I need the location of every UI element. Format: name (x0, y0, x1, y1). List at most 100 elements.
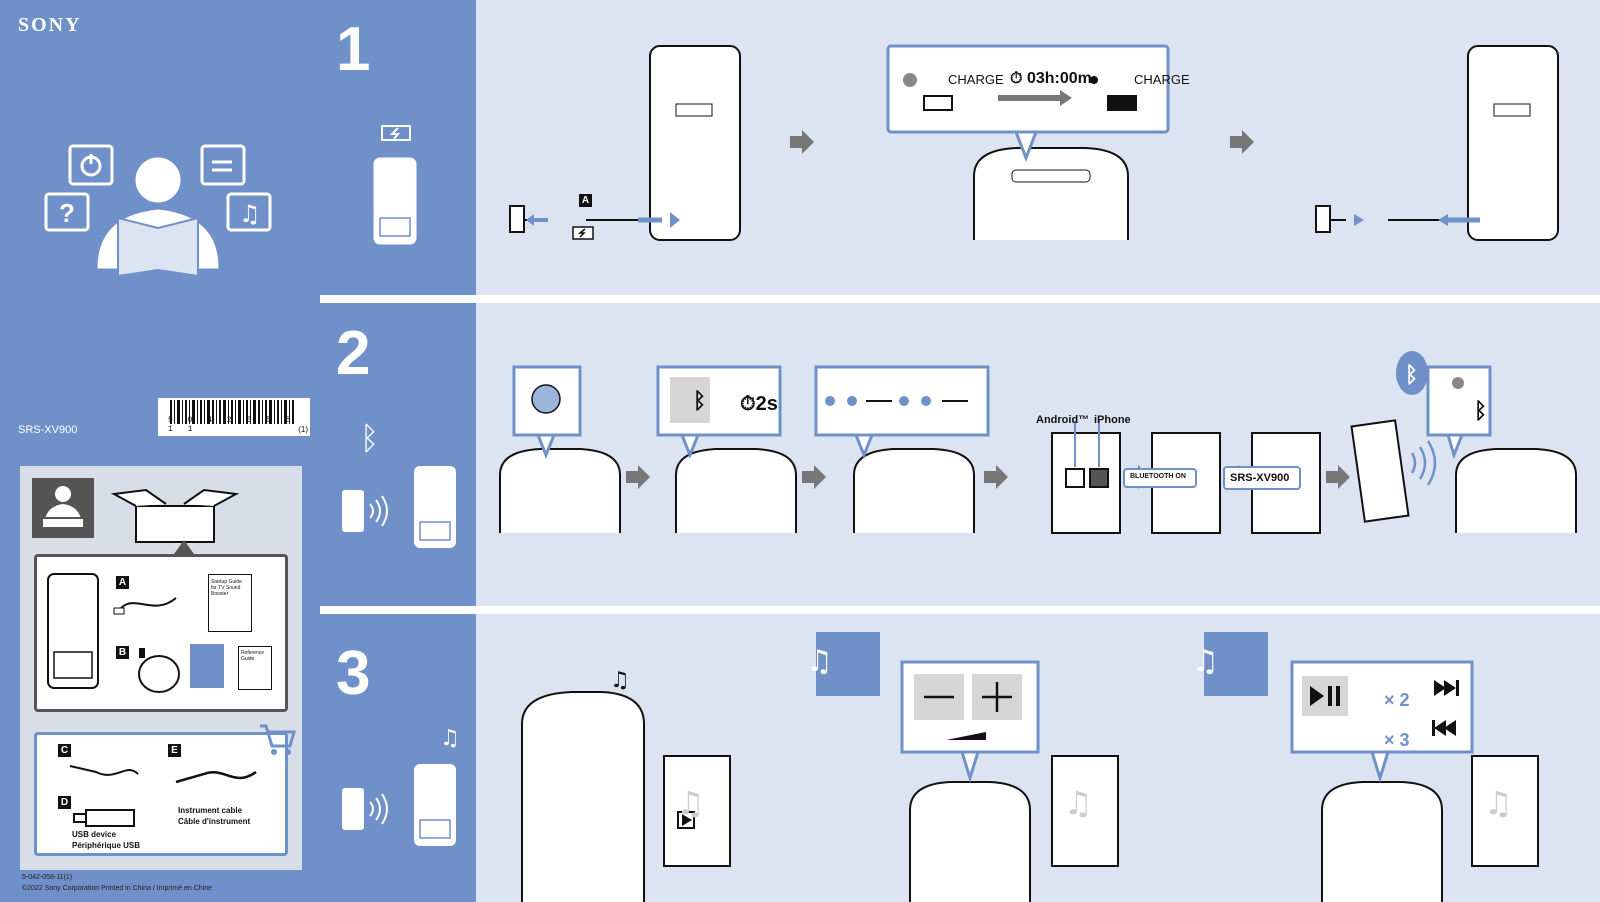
cable-bubble-icon (200, 144, 246, 186)
reference-guide-booklet: Reference Guide (238, 646, 272, 690)
music-bubble-icon (226, 192, 272, 232)
step-number-1: 1 (336, 15, 371, 84)
music-note-icon: ♫ (806, 644, 833, 679)
question-bubble-icon (44, 192, 90, 232)
track-skip-tile-icon (1204, 632, 1268, 696)
album-art-icon: ♫ (1064, 784, 1093, 822)
speaker-top-icon (853, 448, 975, 533)
usb-device-label-en: USB device (72, 830, 117, 839)
speaker-icon (1467, 45, 1559, 241)
unboxing-person-icon (32, 478, 94, 538)
barcode-digits: 5 0 4 2 0 5 8 1 1 (168, 416, 296, 434)
wall-outlet-icon (1315, 205, 1331, 233)
arrow-icon (790, 130, 814, 154)
step-number-2: 2 (336, 319, 371, 388)
step2-scene (499, 351, 1577, 534)
audio-cable-icon (69, 765, 139, 776)
svg-text:?: ? (59, 198, 75, 228)
shopping-cart-icon (260, 724, 296, 755)
speaker-top-icon (909, 781, 1031, 902)
bluetooth-symbol-icon: ᛒ (693, 388, 707, 413)
item-letter-b: B (116, 646, 129, 659)
optical-cable-icon (138, 648, 180, 693)
optional-items-box (34, 732, 288, 856)
step1-scene (509, 44, 1559, 241)
help-illustration: ? ♫ (44, 144, 272, 278)
item-letter-d: D (58, 796, 71, 809)
charge-timer: ⏱ 03h:00m (1010, 70, 1092, 87)
phone-tilted-icon (1350, 419, 1410, 523)
speaker-top-icon (1455, 448, 1577, 533)
power-bubble-icon (68, 144, 114, 186)
person-head-icon (135, 157, 181, 203)
speaker-icon (521, 691, 645, 902)
step3-scene (521, 632, 1539, 902)
iphone-label: iPhone (1094, 414, 1131, 426)
item-letter-c: C (58, 744, 71, 757)
speaker-top-icon (1321, 781, 1443, 902)
divider (320, 295, 1600, 303)
music-note-icon: ♫ (1192, 644, 1219, 679)
item-letter-e: E (168, 744, 181, 757)
blue-leaflet (190, 644, 224, 688)
music-note-icon: ♫ (440, 726, 460, 751)
copyright: ©2022 Sony Corporation Printed in China … (22, 885, 212, 892)
power-cord-icon (113, 597, 177, 615)
phone-player-icon (663, 755, 731, 867)
bluetooth-symbol-icon: ᛒ (1405, 362, 1419, 387)
reference-guide-title: Reference Guide (241, 650, 265, 662)
device-name: SRS-XV900 (1230, 472, 1290, 484)
usb-device-icon (73, 809, 135, 827)
document-code: 5-042-058-11(1) (22, 874, 73, 881)
speaker-thumbnail-icon (47, 573, 99, 689)
brand-logo: SONY (18, 14, 82, 36)
android-settings-icon (1065, 468, 1085, 488)
pointer-tail (174, 540, 194, 554)
phone-streaming-icon (342, 764, 456, 846)
album-art-icon: ♫ (1484, 784, 1513, 822)
step2-column (320, 303, 476, 606)
barcode: 5 0 4 2 0 5 8 1 1 (1) (158, 398, 310, 436)
phone-player-icon (1051, 755, 1119, 867)
power-button-icon (531, 384, 561, 414)
phone-screen-icon (1051, 432, 1121, 534)
startup-guide-booklet: Startup Guide for TV Sound Booster (208, 574, 252, 632)
barcode-suffix: (1) (298, 425, 308, 434)
svg-text:♫: ♫ (239, 200, 261, 228)
hold-time: ⏱2s (740, 393, 778, 415)
charging-badge-icon (572, 226, 594, 240)
bluetooth-symbol-icon: ᛒ (1474, 398, 1488, 423)
hold-time-value: 2s (755, 393, 778, 415)
charging-speaker-icon (373, 125, 417, 245)
press-twice-label: × 2 (1384, 690, 1410, 710)
music-note-icon: ♫ (610, 668, 630, 693)
charge-timer-value: 03h:00m (1026, 70, 1092, 87)
speaker-icon (649, 45, 741, 241)
bluetooth-icon: ᛒ (360, 420, 380, 456)
wall-outlet-icon (509, 205, 525, 233)
android-label: Android™ (1036, 414, 1090, 426)
bluetooth-toggle: BLUETOOTH ON (1130, 473, 1186, 480)
model-name: SRS-XV900 (18, 424, 78, 436)
arrow-icon (1326, 465, 1350, 489)
open-box-icon (110, 488, 240, 543)
instrument-cable-label-en: Instrument cable (178, 806, 243, 815)
usb-device-label-fr: Périphérique USB (72, 841, 141, 850)
volume-tile-icon (816, 632, 880, 696)
book-icon (117, 216, 199, 278)
startup-guide-title: Startup Guide for TV Sound Booster (211, 579, 242, 597)
instrument-cable-label-fr: Câble d'instrument (178, 817, 251, 826)
press-three-times-label: × 3 (1384, 730, 1410, 750)
instrument-cable-icon (175, 770, 257, 784)
iphone-settings-icon (1089, 468, 1109, 488)
speaker-top-icon (499, 448, 621, 533)
charge-label-right: CHARGE (1134, 72, 1190, 87)
bluetooth-badge-icon (1396, 351, 1428, 395)
step1-column (320, 0, 476, 295)
phone-player-icon (1471, 755, 1539, 867)
arrow-icon (1230, 130, 1254, 154)
bluetooth-button-icon (670, 377, 710, 423)
divider (320, 606, 1600, 614)
arrow-icon (626, 465, 650, 489)
cable-letter-a: A (579, 194, 592, 207)
